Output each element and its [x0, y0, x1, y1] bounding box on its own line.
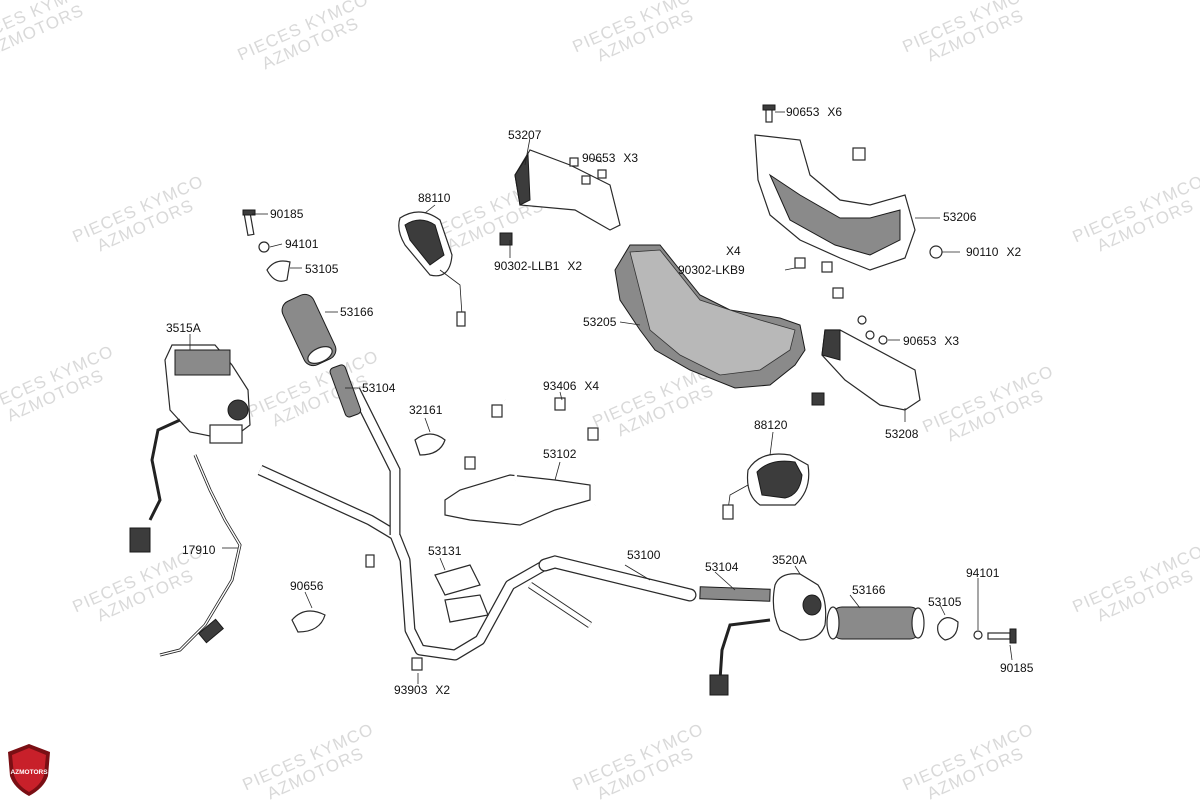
- azmotors-logo: AZMOTORS: [8, 744, 50, 796]
- part-label-53104[interactable]: 53104: [705, 560, 738, 574]
- side-panel-left[interactable]: [514, 149, 621, 231]
- part-ref: 90653: [786, 105, 820, 119]
- part-label-90185[interactable]: 90185: [270, 207, 303, 221]
- part-ref: 53105: [305, 262, 339, 276]
- part-ref: 90656: [290, 579, 324, 593]
- part-ref: 53104: [705, 560, 739, 574]
- cable-clip-lower[interactable]: [291, 610, 326, 633]
- part-label-90653[interactable]: 90653 X3: [582, 151, 638, 165]
- part-label-32161[interactable]: 32161: [409, 403, 442, 417]
- handlebar-lower-cover[interactable]: [754, 134, 916, 271]
- part-ref: 90653: [903, 334, 937, 348]
- part-ref: 90302-LLB1: [494, 259, 560, 273]
- part-label-53166[interactable]: 53166: [340, 305, 373, 319]
- right-switch[interactable]: [709, 573, 827, 696]
- part-label-53166[interactable]: 53166: [852, 583, 885, 597]
- part-ref: 32161: [409, 403, 443, 417]
- part-label-90302-lkb9[interactable]: 90302-LKB9: [678, 263, 745, 277]
- part-qty: X2: [435, 683, 451, 697]
- part-ref: 88110: [418, 191, 451, 205]
- leader-lines: [189, 111, 1013, 684]
- part-ref: 3520A: [772, 553, 807, 567]
- part-label-53105[interactable]: 53105: [305, 262, 338, 276]
- part-label-53131[interactable]: 53131: [428, 544, 461, 558]
- part-qty: X2: [1006, 245, 1022, 259]
- part-ref: 90302-LKB9: [678, 263, 745, 277]
- part-ref: 90185: [1000, 661, 1034, 675]
- part-label-53207[interactable]: 53207: [508, 128, 541, 142]
- part-label-90653[interactable]: 90653 X3: [903, 334, 959, 348]
- part-ref: 3515A: [166, 321, 201, 335]
- part-label-94101[interactable]: 94101: [285, 237, 318, 251]
- part-ref: 90185: [270, 207, 304, 221]
- right-grip[interactable]: [826, 606, 925, 640]
- part-label-17910[interactable]: 17910: [182, 543, 215, 557]
- handlebar-upper-cover[interactable]: [614, 244, 806, 389]
- part-label-53104[interactable]: 53104: [362, 381, 395, 395]
- left-switch[interactable]: [129, 344, 251, 657]
- handlebar-clamp[interactable]: [434, 564, 489, 623]
- grip-sleeve-bottom[interactable]: [699, 586, 771, 602]
- screws: [365, 104, 943, 671]
- bar-end-weight-bottom[interactable]: [937, 617, 1017, 644]
- part-ref: 53207: [508, 128, 542, 142]
- part-ref: 53166: [852, 583, 886, 597]
- part-ref: 53131: [428, 544, 462, 558]
- part-label-90656[interactable]: 90656: [290, 579, 323, 593]
- svg-text:AZMOTORS: AZMOTORS: [10, 769, 48, 776]
- left-grip[interactable]: [279, 291, 339, 369]
- part-qty: X6: [827, 105, 843, 119]
- part-ref: 53102: [543, 447, 577, 461]
- part-ref: X4: [726, 244, 741, 258]
- part-ref: 17910: [182, 543, 216, 557]
- right-mirror[interactable]: [722, 453, 810, 520]
- part-label-90653[interactable]: 90653 X6: [786, 105, 842, 119]
- part-label-53105[interactable]: 53105: [928, 595, 961, 609]
- part-ref: 90653: [582, 151, 616, 165]
- part-ref: 90110: [966, 245, 999, 259]
- part-ref: 94101: [966, 566, 1000, 580]
- part-label-53100[interactable]: 53100: [627, 548, 660, 562]
- part-label-53206[interactable]: 53206: [943, 210, 976, 224]
- part-label-93406[interactable]: 93406 X4: [543, 379, 599, 393]
- part-label-90185[interactable]: 90185: [1000, 661, 1033, 675]
- part-label-53102[interactable]: 53102: [543, 447, 576, 461]
- part-label-93903[interactable]: 93903 X2: [394, 683, 450, 697]
- part-ref: 53105: [928, 595, 962, 609]
- part-ref: 93406: [543, 379, 577, 393]
- left-mirror[interactable]: [398, 211, 466, 327]
- part-label-88120[interactable]: 88120: [754, 418, 787, 432]
- part-label-53208[interactable]: 53208: [885, 427, 918, 441]
- handlebar-bracket[interactable]: [444, 399, 607, 526]
- part-ref: 94101: [285, 237, 319, 251]
- part-ref: 53206: [943, 210, 977, 224]
- part-ref: 53100: [627, 548, 661, 562]
- handlebar[interactable]: [257, 387, 697, 661]
- part-qty: X2: [567, 259, 583, 273]
- part-ref: 88120: [754, 418, 788, 432]
- part-ref: 53166: [340, 305, 374, 319]
- part-label-88110[interactable]: 88110: [418, 191, 450, 205]
- part-label-3520a[interactable]: 3520A: [772, 553, 807, 567]
- part-ref: 53208: [885, 427, 919, 441]
- part-ref: 93903: [394, 683, 428, 697]
- part-ref: 53104: [362, 381, 396, 395]
- part-label-90302-llb1[interactable]: 90302-LLB1 X2: [494, 259, 582, 273]
- part-label-53205[interactable]: 53205: [583, 315, 616, 329]
- part-label-x4[interactable]: X4: [726, 244, 741, 258]
- part-label-94101[interactable]: 94101: [966, 566, 999, 580]
- part-qty: X4: [584, 379, 600, 393]
- bar-end-weight-top[interactable]: [242, 209, 291, 282]
- cable-clip-upper[interactable]: [414, 433, 446, 456]
- part-ref: 53205: [583, 315, 617, 329]
- part-label-90110[interactable]: 90110 X2: [966, 245, 1021, 259]
- part-qty: X3: [944, 334, 960, 348]
- part-qty: X3: [623, 151, 639, 165]
- part-label-3515a[interactable]: 3515A: [166, 321, 201, 335]
